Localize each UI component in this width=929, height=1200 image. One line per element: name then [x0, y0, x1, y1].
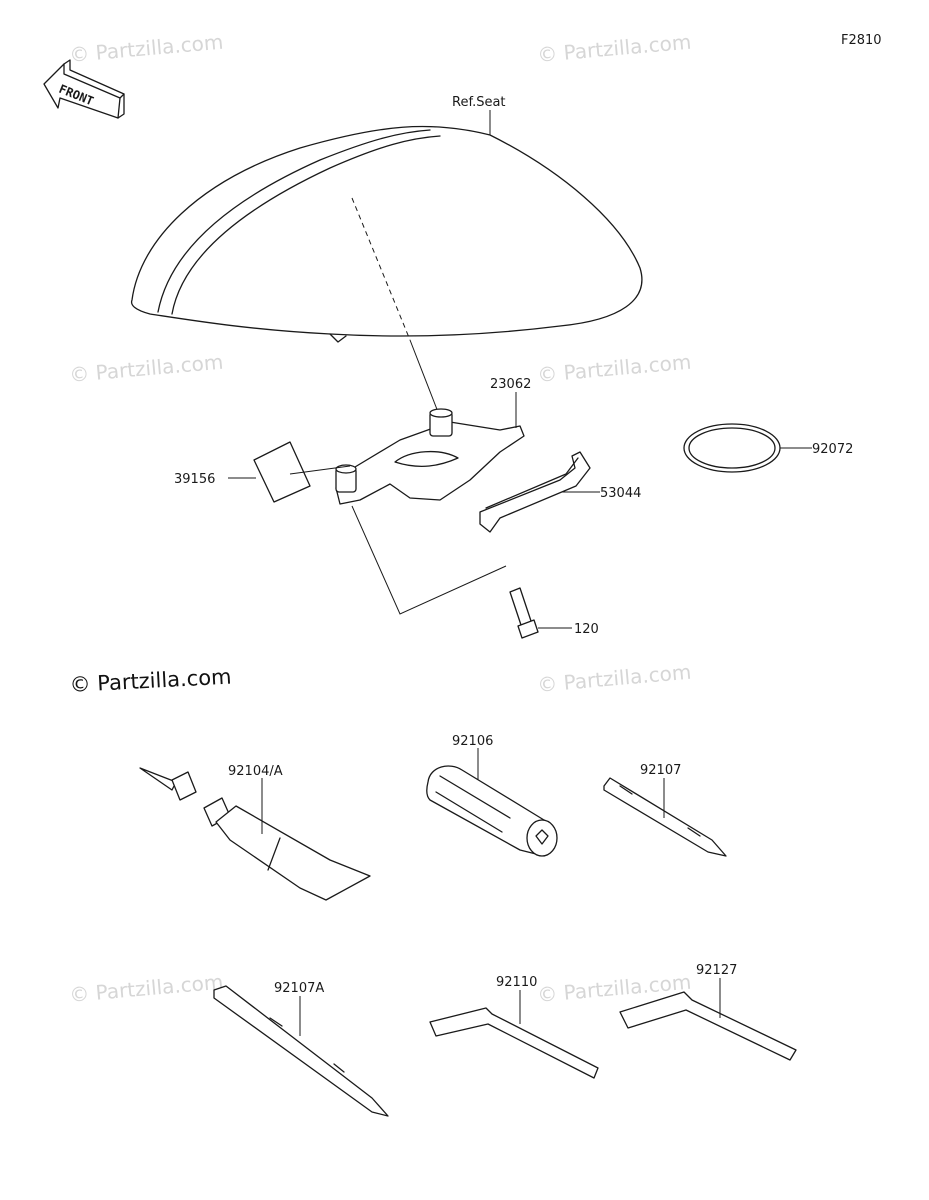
watermark: © Partzilla.com — [536, 660, 692, 697]
part-92107a-screwdriver[interactable] — [213, 985, 389, 1117]
part-120-bolt[interactable] — [509, 587, 539, 639]
part-92072-oring[interactable] — [683, 423, 781, 473]
watermark: © Partzilla.com — [536, 30, 692, 67]
watermarks: © Partzilla.com © Partzilla.com © Partzi… — [68, 30, 692, 1007]
watermark: © Partzilla.com — [68, 30, 224, 67]
center-line — [409, 339, 439, 413]
part-39156-sticker[interactable] — [253, 441, 311, 503]
center-dashed-line — [351, 197, 411, 341]
part-label-23062[interactable]: 23062 — [490, 377, 531, 392]
watermark: © Partzilla.com — [68, 970, 224, 1007]
part-label-53044[interactable]: 53044 — [600, 486, 641, 501]
part-label-92127[interactable]: 92127 — [696, 963, 737, 978]
leader-39156-to-bracket — [289, 465, 351, 475]
ref-seat-label: Ref.Seat — [452, 95, 506, 110]
part-label-92072[interactable]: 92072 — [812, 442, 853, 457]
part-92104a-grease-tube[interactable] — [139, 767, 371, 901]
partzilla-watermark-main: © Partzilla.com — [69, 665, 232, 697]
part-label-92106[interactable]: 92106 — [452, 734, 493, 749]
part-92110-hex-key[interactable] — [429, 1007, 599, 1079]
part-label-92104a[interactable]: 92104/A — [228, 764, 283, 779]
watermark: © Partzilla.com — [536, 350, 692, 387]
watermark: © Partzilla.com — [68, 350, 224, 387]
part-53044-band[interactable] — [479, 451, 591, 533]
figure-code: F2810 — [841, 33, 882, 48]
front-arrow-icon: FRONT — [43, 59, 125, 119]
part-92106-handle[interactable] — [426, 765, 558, 857]
part-label-39156[interactable]: 39156 — [174, 472, 215, 487]
part-92107-screwdriver[interactable] — [603, 777, 727, 857]
seat-ref-illustration: Ref.Seat — [130, 95, 643, 343]
part-92127-hex-key[interactable] — [619, 991, 797, 1061]
part-label-92107[interactable]: 92107 — [640, 763, 681, 778]
part-label-92110[interactable]: 92110 — [496, 975, 537, 990]
bolt-assembly-lines — [351, 505, 507, 615]
part-label-120[interactable]: 120 — [574, 622, 599, 637]
part-label-92107a[interactable]: 92107A — [274, 981, 324, 996]
part-23062-bracket[interactable] — [335, 408, 525, 505]
